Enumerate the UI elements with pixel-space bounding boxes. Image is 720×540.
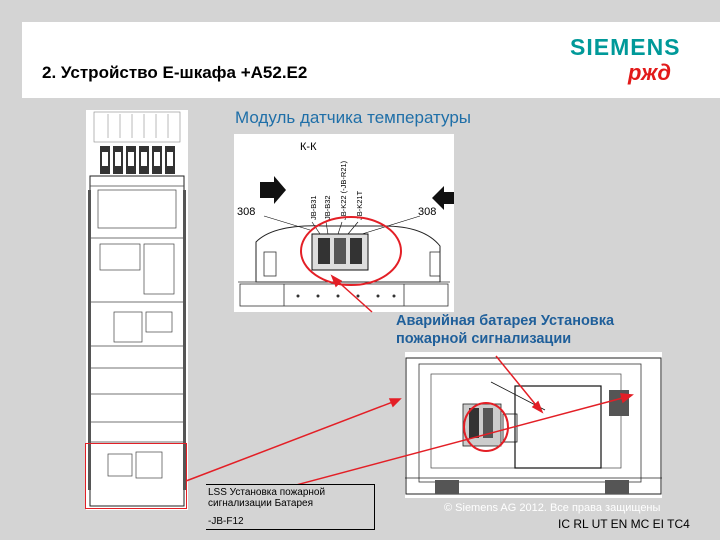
battery-drawing-svg (405, 357, 662, 495)
ref-right-label: 308 (418, 206, 436, 218)
slide-subtitle: Модуль датчика температуры (235, 108, 471, 127)
connector-label: JB-B32 (323, 195, 332, 220)
slide-title: 2. Устройство Е-шкафа +A52.E2 (42, 63, 308, 82)
rzd-logo: ржд (628, 60, 671, 85)
lss-info-table: LSS Установка пожарной сигнализации Бата… (206, 484, 375, 530)
footer-code: IC RL UT EN MC EI TC4 (558, 517, 690, 531)
section-label: К-К (300, 141, 317, 153)
cabinet-drawing-svg (88, 111, 186, 507)
sensor-module-svg: К-К 308 308 JB-B31 JB-B32 JB-K22 (-JB-R2… (237, 141, 454, 307)
connector-label: JB-K21T (355, 190, 364, 220)
battery-drawing (405, 352, 662, 498)
cabinet-highlight-box (85, 443, 187, 509)
copyright-text: © Siemens AG 2012. Все права защищены (444, 502, 661, 514)
lss-table-line2: -JB-F12 (208, 516, 244, 527)
header-bar (22, 22, 720, 98)
lss-table-line1: LSS Установка пожарной сигнализации Бата… (208, 487, 326, 509)
battery-annotation: Аварийная батарея Установка пожарной сиг… (396, 313, 615, 347)
connector-label: JB-K22 (-JB-R21) (339, 160, 348, 220)
sensor-module-drawing: К-К 308 308 JB-B31 JB-B32 JB-K22 (-JB-R2… (234, 134, 454, 312)
ref-left-label: 308 (237, 206, 255, 218)
connector-label: JB-B31 (309, 195, 318, 220)
siemens-logo: SIEMENS (570, 34, 681, 60)
